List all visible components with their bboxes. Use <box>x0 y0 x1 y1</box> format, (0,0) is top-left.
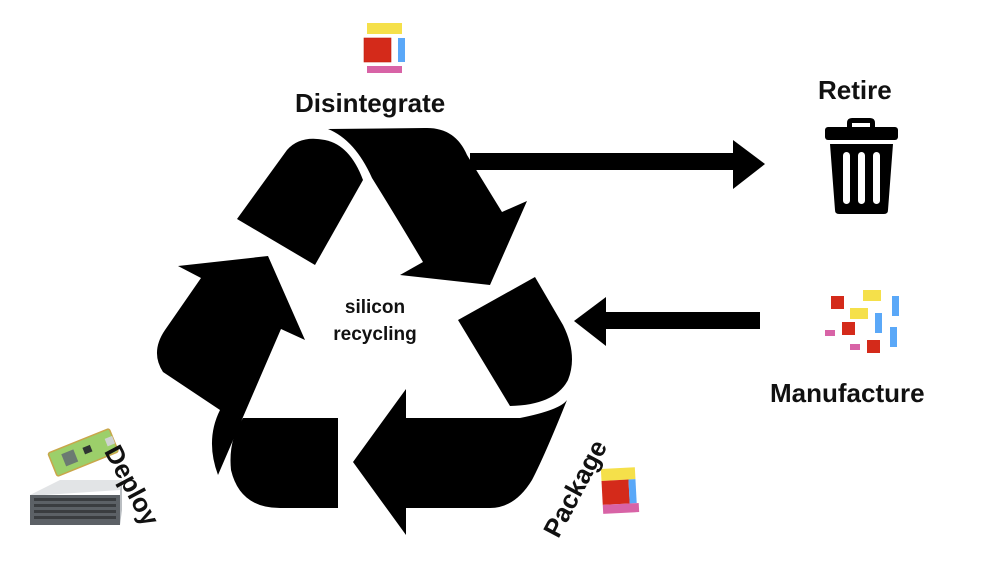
recycle-tail-bottom <box>230 418 338 508</box>
scattered-blocks-icon <box>825 290 899 353</box>
packaged-chip-icon <box>600 467 640 514</box>
center-label-line-1: silicon <box>344 297 406 318</box>
recycle-arrow-deploy <box>156 256 305 475</box>
external-label-retire: Retire <box>818 75 892 105</box>
recycle-tail-right <box>458 277 572 406</box>
recycle-tail-top <box>237 138 363 265</box>
microcontroller-board-icon <box>47 428 119 477</box>
recycle-arrow-package <box>353 389 567 535</box>
recycle-arrow-disintegrate <box>328 127 527 285</box>
center-label: silicon recycling <box>310 294 440 348</box>
stage-label-disintegrate: Disintegrate <box>295 88 446 118</box>
retire-arrow <box>470 140 765 189</box>
center-label-line-2: recycling <box>333 324 417 345</box>
external-label-manufacture: Manufacture <box>770 378 925 408</box>
rack-server-icon <box>30 480 122 525</box>
manufacture-arrow <box>574 297 760 346</box>
chip-blocks-icon <box>363 23 405 73</box>
trash-can-icon <box>825 118 898 214</box>
